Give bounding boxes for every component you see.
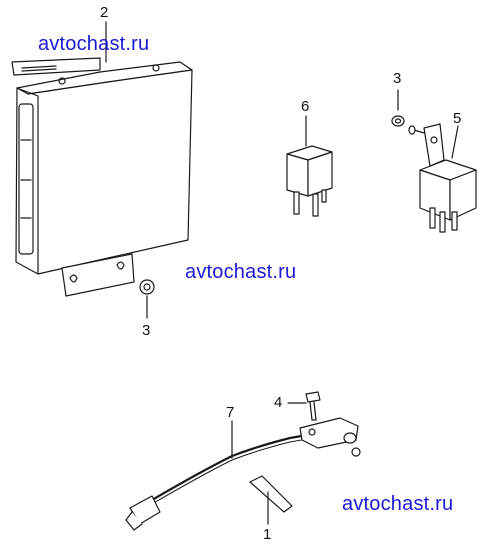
ecu-module [11, 57, 193, 297]
relay-small [286, 115, 333, 217]
watermark-bottom: avtochast.ru [342, 493, 454, 515]
relay-with-bracket [391, 89, 477, 233]
callout-relay-small: 6 [301, 98, 310, 115]
callout-relay-bracket: 5 [453, 110, 462, 127]
watermark-top: avtochast.ru [38, 33, 150, 55]
callout-harness: 7 [226, 404, 235, 421]
nut-ecu [139, 279, 155, 319]
bolt [287, 391, 321, 421]
callout-nut-relay: 3 [393, 70, 402, 87]
callout-ecu: 2 [100, 4, 109, 21]
wiring-harness [125, 417, 361, 531]
callout-clip: 1 [263, 526, 272, 543]
clip [249, 475, 293, 525]
callout-nut-ecu: 3 [142, 322, 151, 339]
callout-bolt: 4 [274, 394, 283, 411]
watermark-middle: avtochast.ru [185, 261, 297, 283]
